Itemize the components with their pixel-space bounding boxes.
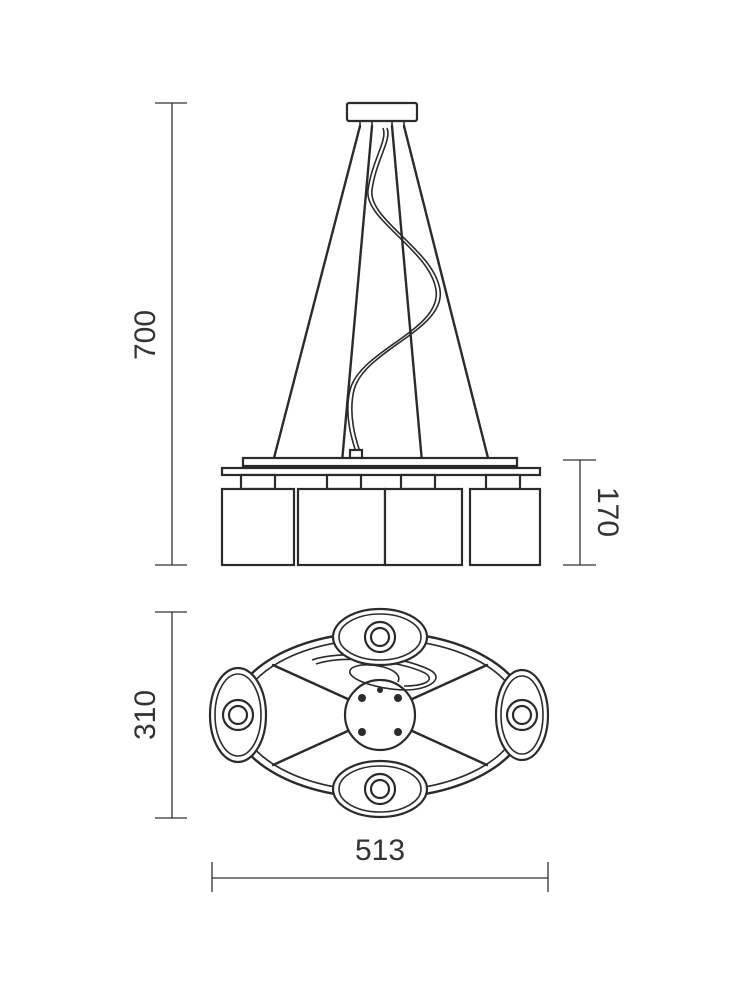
height-label: 700 xyxy=(129,310,162,360)
frame-top-plate xyxy=(241,456,519,468)
lamp-left xyxy=(208,666,268,764)
shade-center-left xyxy=(296,487,387,567)
canopy-screws xyxy=(358,687,402,736)
frame-bottom-plate xyxy=(220,466,542,477)
spiral-cable xyxy=(347,127,437,453)
depth-dimension: 310 xyxy=(129,611,187,819)
top-view: 310 513 xyxy=(129,607,550,892)
lamp-holders xyxy=(239,473,522,491)
shade-height-dimension: 170 xyxy=(563,459,624,566)
lamp-shades xyxy=(220,487,542,567)
width-dimension: 513 xyxy=(211,834,549,892)
shade-height-label: 170 xyxy=(591,487,624,537)
frame-arms xyxy=(271,663,489,767)
height-dimension: 700 xyxy=(129,102,187,566)
lamp-right xyxy=(494,668,550,762)
shade-center-right xyxy=(383,487,464,567)
shade-right xyxy=(468,487,542,567)
lamp-bottom xyxy=(331,759,429,819)
side-view: 700 170 xyxy=(129,101,624,567)
cable-clamp xyxy=(348,448,364,460)
lamp-top xyxy=(331,607,429,667)
ceiling-canopy xyxy=(345,101,419,123)
width-label: 513 xyxy=(355,834,405,867)
suspension-wires xyxy=(272,124,490,464)
shade-left xyxy=(220,487,296,567)
depth-label: 310 xyxy=(129,690,162,740)
